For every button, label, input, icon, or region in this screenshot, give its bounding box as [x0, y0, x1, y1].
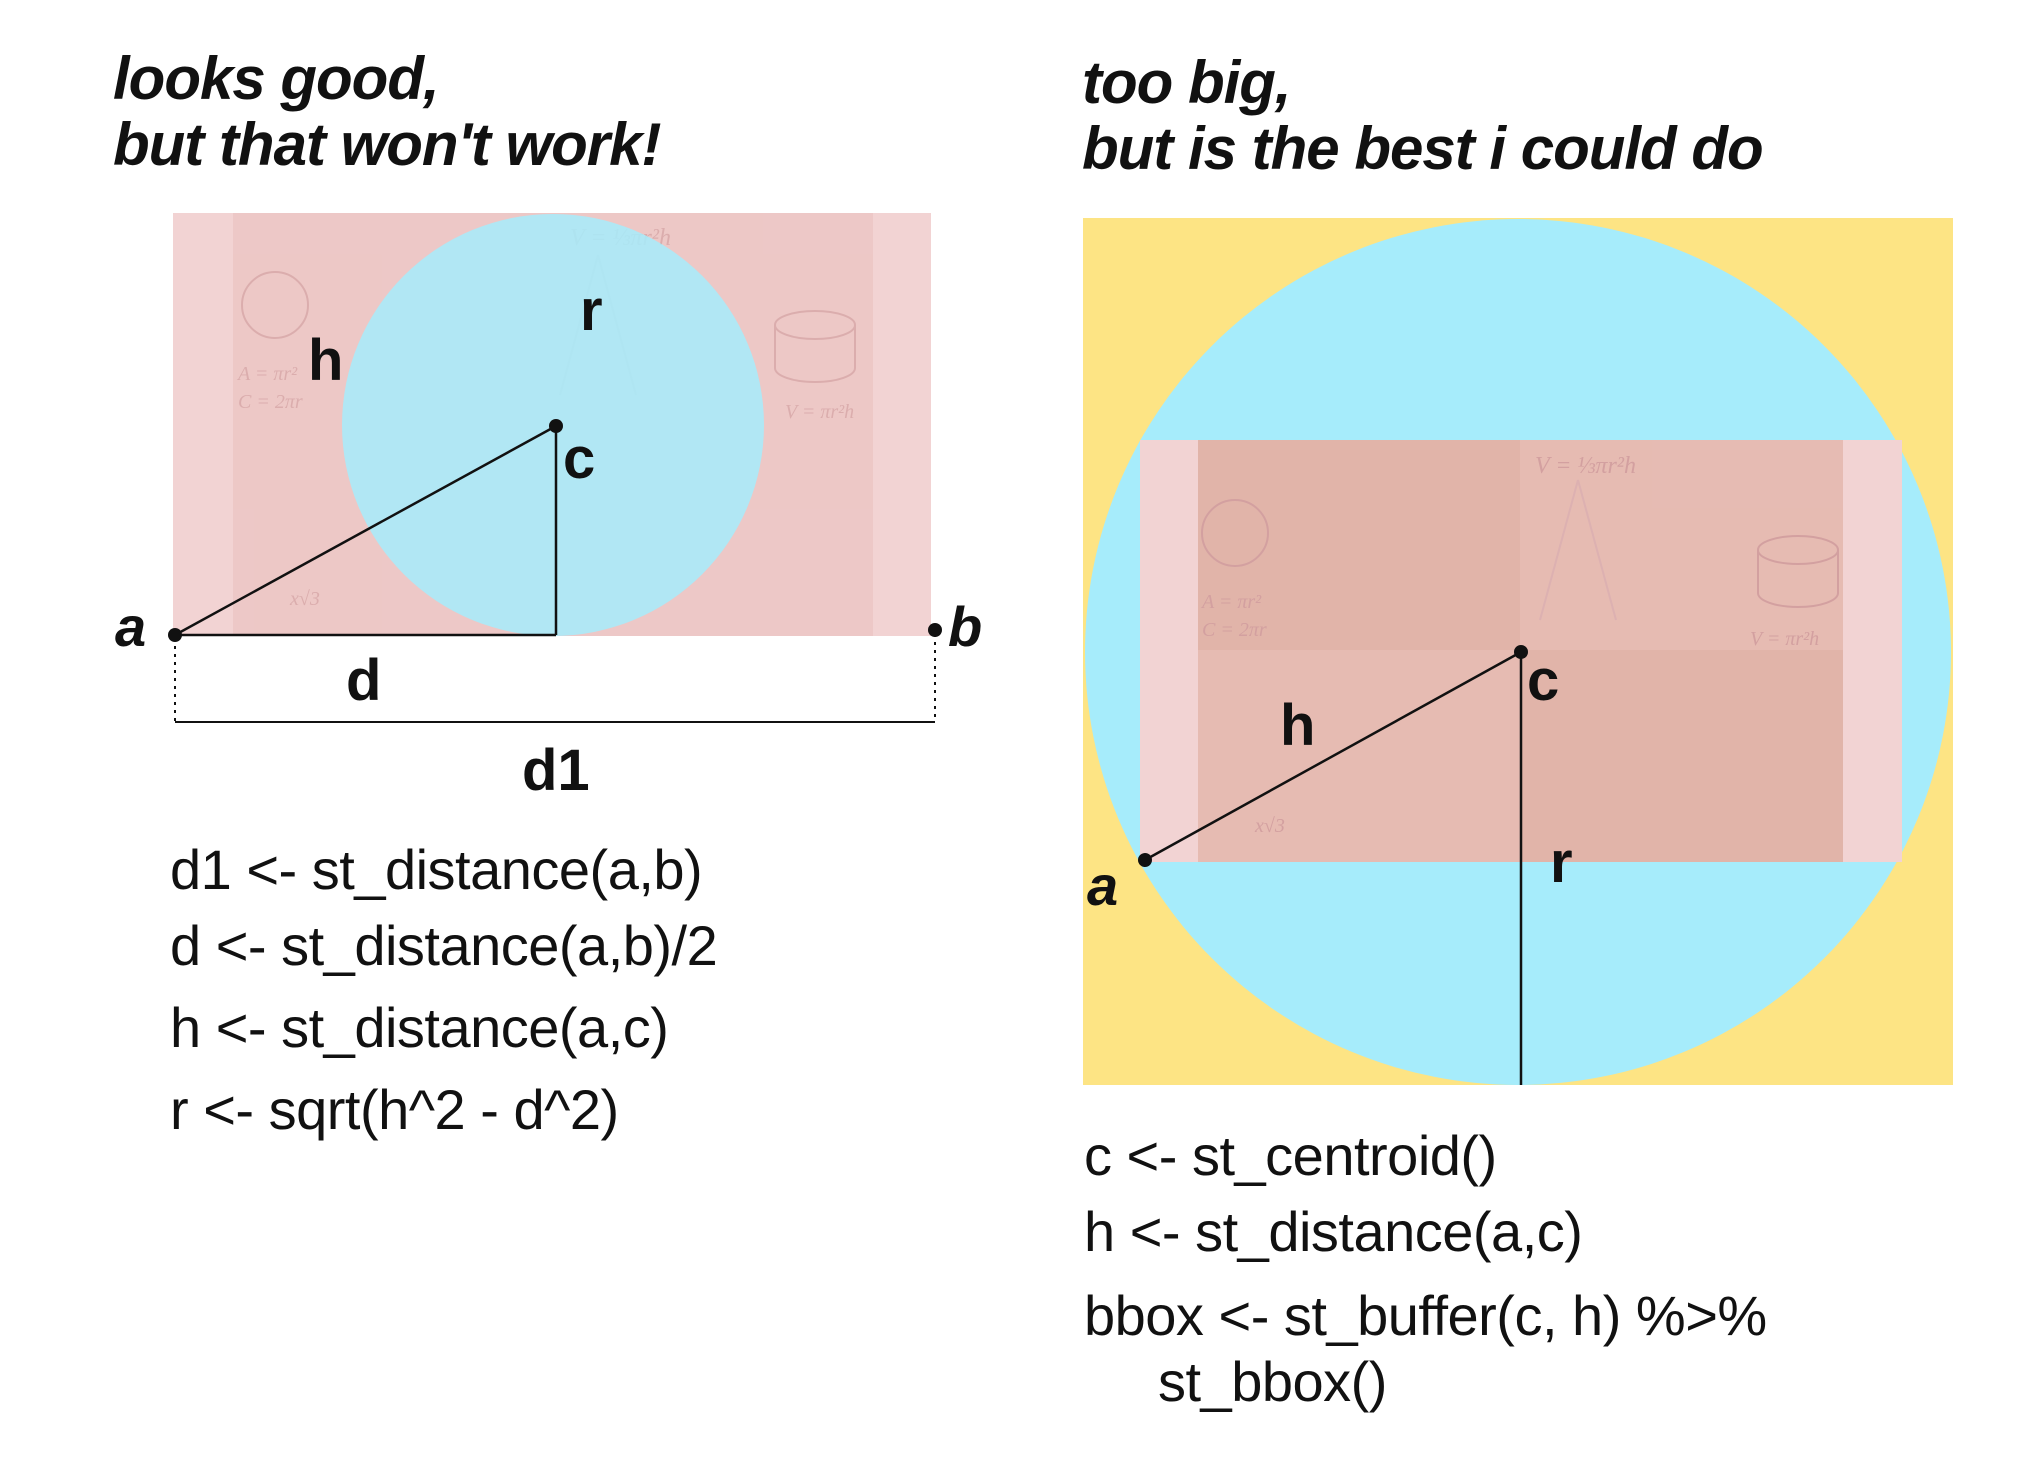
right-code-line-4: st_bbox() — [1158, 1350, 1387, 1413]
label-d1: d1 — [522, 738, 590, 803]
label-c-right: c — [1527, 648, 1559, 713]
label-r-left: r — [580, 278, 603, 343]
meme-formula-4: V = πr²h — [785, 401, 854, 423]
meme-formula-3: C = 2πr — [238, 391, 303, 413]
left-title-line1: looks good, — [113, 45, 440, 112]
meme-formula-5: x√3 — [289, 588, 320, 610]
label-d: d — [346, 648, 381, 713]
point-b — [928, 623, 942, 637]
meme-formula-r5: x√3 — [1254, 815, 1285, 837]
point-a-right — [1138, 853, 1152, 867]
right-code-line-2: h <- st_distance(a,c) — [1084, 1200, 1583, 1263]
left-title-line2: but that won't work! — [113, 111, 662, 178]
point-c — [549, 419, 563, 433]
left-code-line-1: d1 <- st_distance(a,b) — [170, 838, 703, 901]
label-b: b — [948, 595, 982, 658]
left-code-line-4: r <- sqrt(h^2 - d^2) — [170, 1078, 619, 1141]
left-code-block: d1 <- st_distance(a,b) d <- st_distance(… — [170, 832, 718, 1148]
meme-formula-r4: V = πr²h — [1750, 628, 1819, 650]
point-a — [168, 628, 182, 642]
right-title: too big, but is the best i could do — [1082, 49, 1764, 182]
label-h-right: h — [1280, 693, 1315, 758]
right-code-line-3: bbox <- st_buffer(c, h) %>% — [1084, 1284, 1767, 1347]
point-c-right — [1514, 645, 1528, 659]
left-title: looks good, but that won't work! — [113, 45, 662, 178]
label-r-right: r — [1550, 830, 1573, 895]
left-code-line-2: d <- st_distance(a,b)/2 — [170, 914, 718, 977]
label-h-left: h — [308, 328, 343, 393]
right-code-line-1: c <- st_centroid() — [1084, 1124, 1497, 1187]
meme-formula-2: A = πr² — [236, 363, 298, 385]
right-title-line1: too big, — [1082, 49, 1292, 116]
label-a-left: a — [115, 595, 146, 658]
meme-formula-r2: A = πr² — [1200, 591, 1262, 613]
meme-formula-r3: C = 2πr — [1202, 619, 1267, 641]
right-title-line2: but is the best i could do — [1082, 115, 1764, 182]
radius-h-line — [1144, 650, 1522, 862]
left-code-line-3: h <- st_distance(a,c) — [170, 996, 669, 1059]
label-a-right: a — [1087, 854, 1118, 917]
right-code-block: c <- st_centroid() h <- st_distance(a,c)… — [1084, 1118, 1767, 1420]
meme-formula-r1: V = ⅓πr²h — [1535, 453, 1636, 479]
hypotenuse-line — [174, 424, 557, 637]
label-c-left: c — [563, 426, 595, 491]
